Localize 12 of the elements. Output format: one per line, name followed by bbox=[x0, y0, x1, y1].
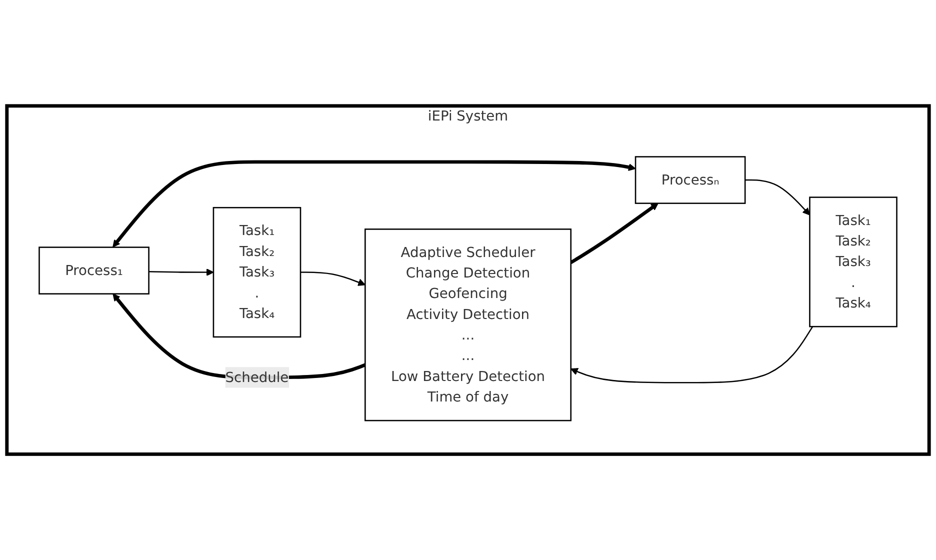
arrow bbox=[570, 326, 814, 384]
arrow bbox=[570, 202, 658, 264]
node-box: Processₙ bbox=[634, 156, 746, 204]
arrow bbox=[745, 179, 810, 216]
node-box: Adaptive Scheduler Change Detection Geofencing Activity Detection ... ... Low Battery Detection Time of day bbox=[364, 228, 572, 422]
node-box: Task₁ Task₂ Task₃ . Task₄ bbox=[809, 196, 898, 328]
node-box: Process₁ bbox=[38, 246, 150, 294]
edge-label: Schedule bbox=[225, 368, 289, 386]
arrow bbox=[112, 160, 636, 248]
arrow bbox=[148, 268, 214, 276]
node-box: Task₁ Task₂ Task₃ . Task₄ bbox=[212, 206, 302, 338]
arrow bbox=[300, 272, 366, 286]
